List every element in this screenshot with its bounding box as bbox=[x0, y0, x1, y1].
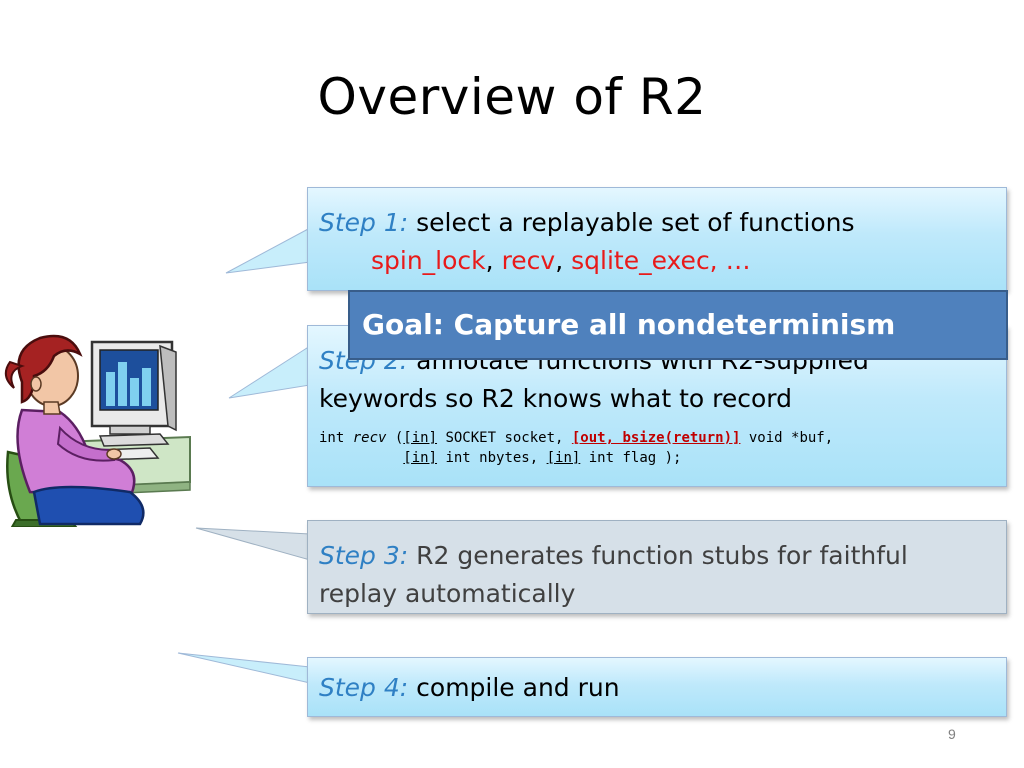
code-out-annotation: [out, bsize(return)] bbox=[571, 430, 741, 446]
code-open: ( bbox=[386, 430, 404, 446]
step1-callout: Step 1: select a replayable set of funct… bbox=[307, 187, 1007, 291]
step1-text: select a replayable set of functions bbox=[408, 208, 855, 237]
code-in-annotation-3: [in] bbox=[546, 450, 581, 466]
step1-line: Step 1: select a replayable set of funct… bbox=[319, 204, 994, 242]
step1-pointer bbox=[225, 227, 311, 274]
slide-title: Overview of R2 bbox=[317, 68, 707, 126]
step3-text: R2 generates function stubs for faithful bbox=[408, 541, 908, 570]
step4-line: Step 4: compile and run bbox=[319, 669, 994, 707]
step4-callout: Step 4: compile and run bbox=[307, 657, 1007, 717]
code-nbytes-param: int nbytes, bbox=[437, 450, 547, 466]
step3-label: Step 3: bbox=[319, 541, 409, 570]
step3-line: Step 3: R2 generates function stubs for … bbox=[319, 537, 994, 575]
user-at-computer-illustration bbox=[4, 334, 191, 527]
code-buf-param: void *buf, bbox=[740, 430, 834, 446]
step1-label: Step 1: bbox=[319, 208, 409, 237]
step3-callout: Step 3: R2 generates function stubs for … bbox=[307, 520, 1007, 614]
function-spin-lock: spin_lock bbox=[371, 246, 486, 275]
step4-label: Step 4: bbox=[319, 673, 409, 702]
code-indent bbox=[319, 450, 403, 466]
goal-banner: Goal: Capture all nondeterminism bbox=[348, 290, 1008, 360]
code-keyword-int: int bbox=[319, 430, 353, 446]
step1-functions: spin_lock, recv, sqlite_exec, … bbox=[319, 242, 994, 280]
step1-separator-1: , bbox=[485, 246, 502, 275]
code-in-annotation-1: [in] bbox=[403, 430, 438, 446]
code-function-name: recv bbox=[352, 430, 387, 446]
function-recv: recv bbox=[501, 246, 556, 275]
step3-line-2: replay automatically bbox=[319, 579, 576, 608]
step1-separator-2: , bbox=[555, 246, 572, 275]
step4-text: compile and run bbox=[408, 673, 620, 702]
code-in-annotation-2: [in] bbox=[403, 450, 438, 466]
code-flag-param: int flag ); bbox=[580, 450, 682, 466]
step2-pointer bbox=[228, 345, 311, 399]
function-sqlite-exec: sqlite_exec, … bbox=[571, 246, 751, 275]
step3-pointer bbox=[195, 527, 311, 561]
page-number: 9 bbox=[948, 726, 956, 742]
step4-pointer bbox=[177, 652, 311, 684]
code-socket-param: SOCKET socket, bbox=[437, 430, 572, 446]
step2-line-2: keywords so R2 knows what to record bbox=[319, 384, 792, 413]
code-snippet: int recv ([in] SOCKET socket, [out, bsiz… bbox=[319, 428, 994, 468]
